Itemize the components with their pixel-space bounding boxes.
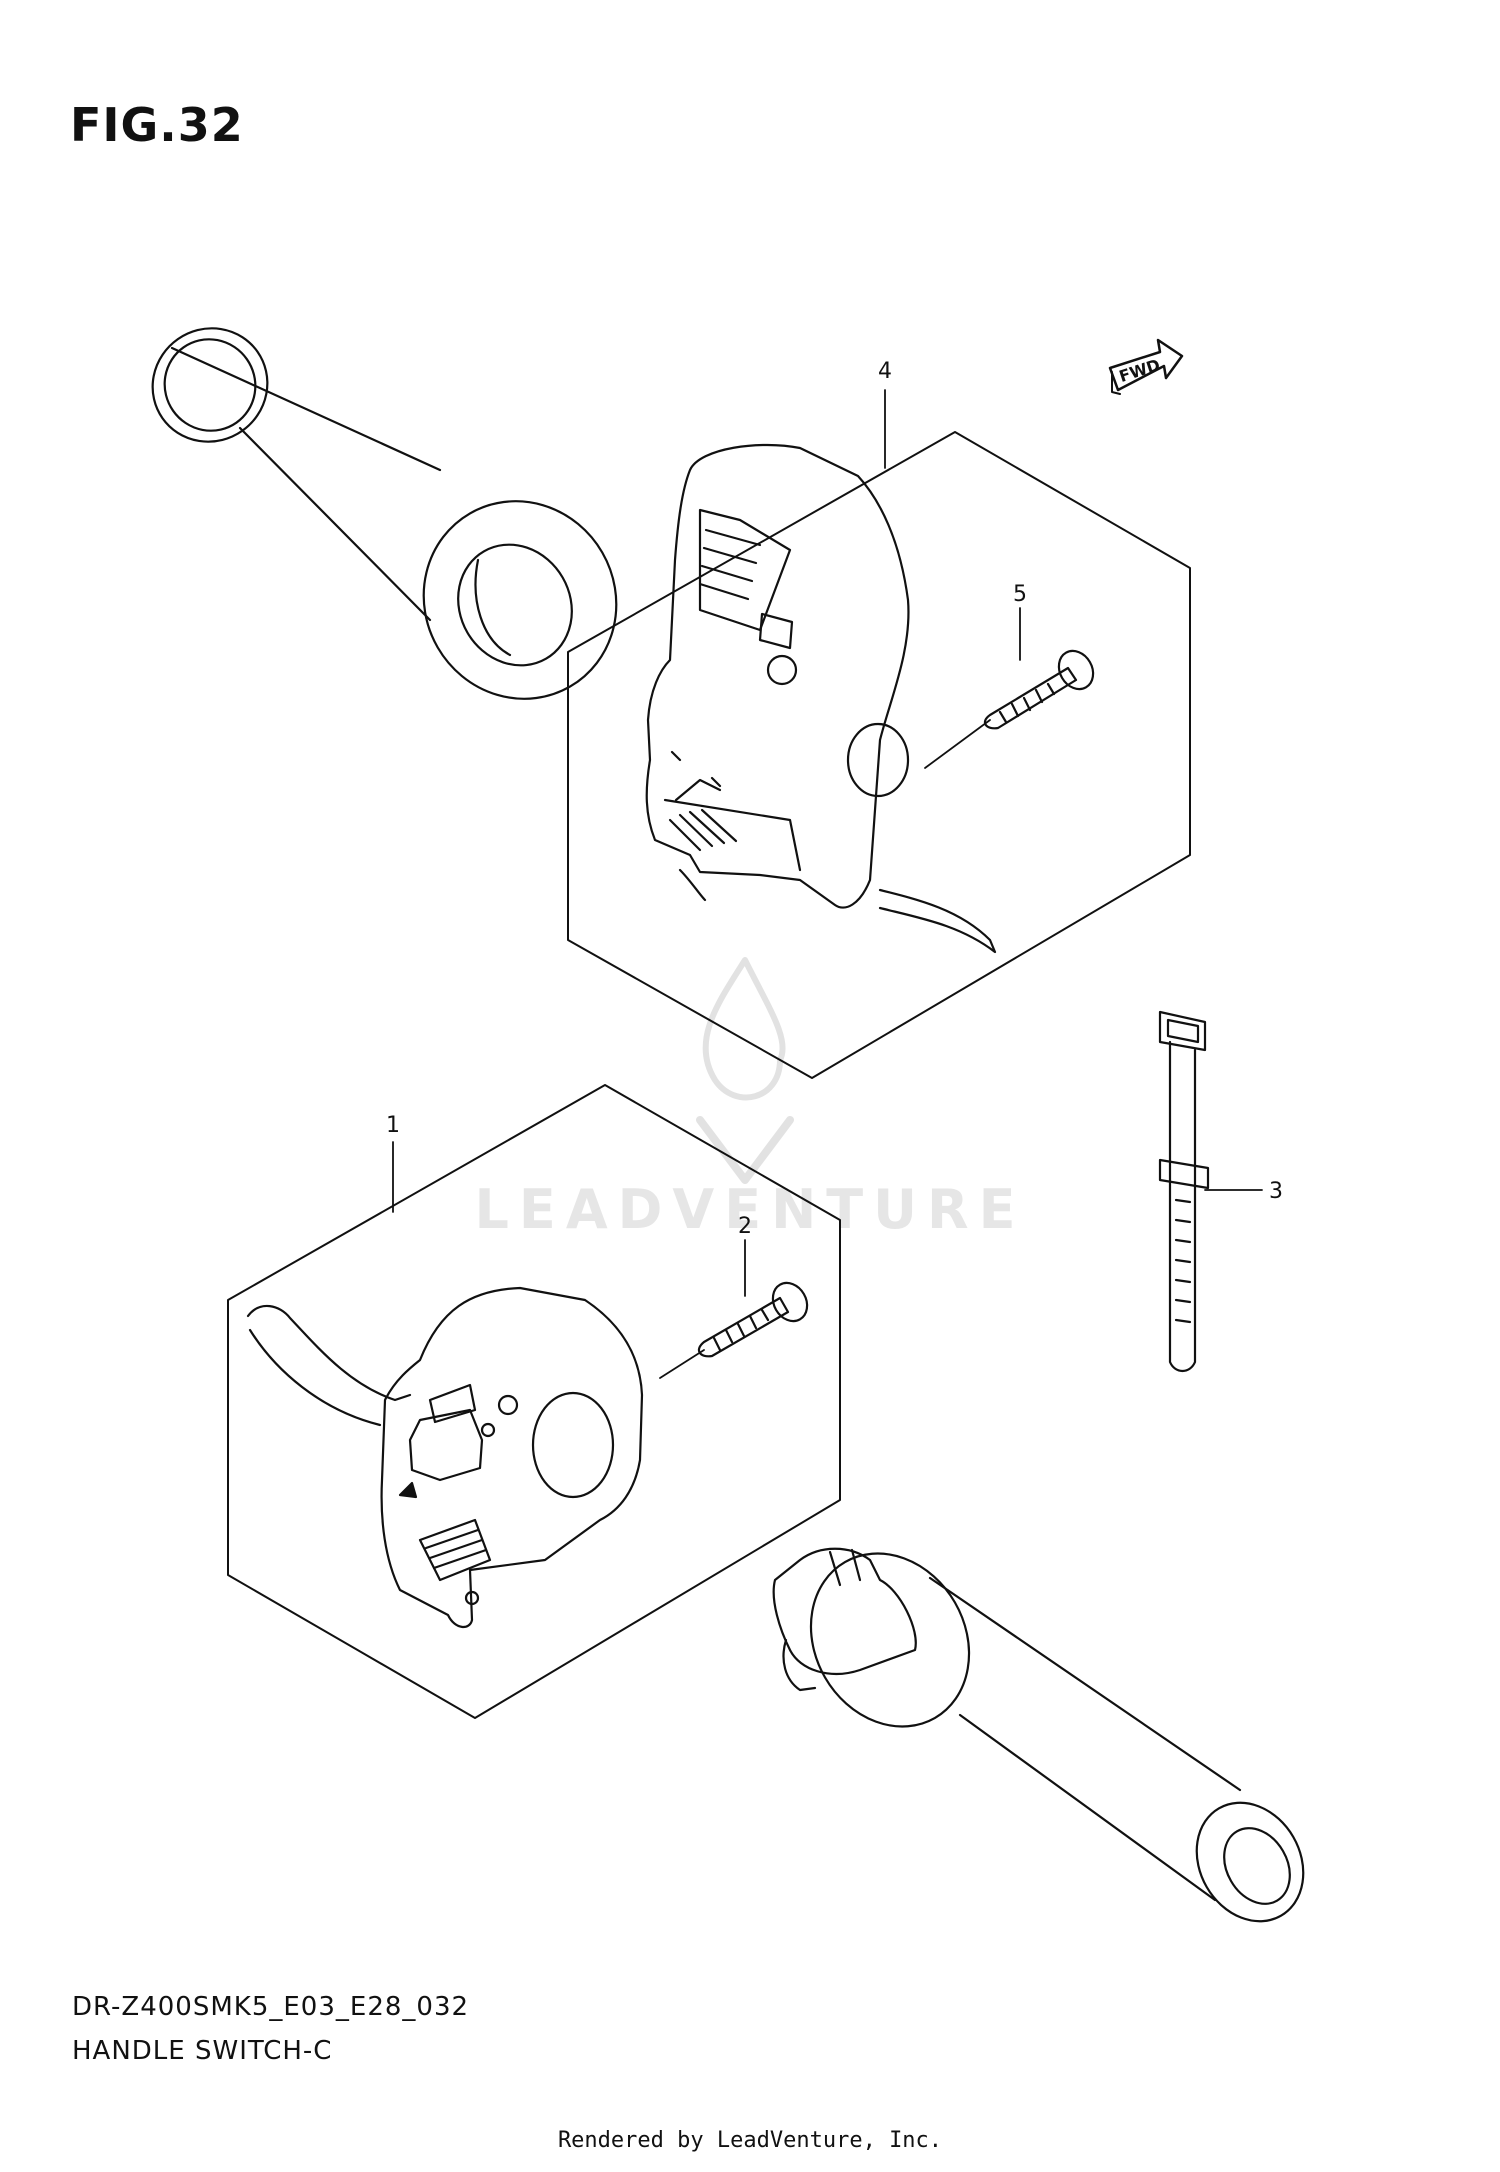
watermark: LEADVENTURE [475,957,1026,1241]
fwd-label: FWD [1117,355,1163,386]
throttle-grip [772,1547,1305,1923]
part-1-boundary [227,1084,841,1719]
fwd-arrow-icon: FWD [1108,338,1184,395]
callout-2: 2 [738,1214,752,1239]
callout-1: 1 [386,1113,400,1138]
left-handlebar-grip [151,327,618,700]
watermark-text: LEADVENTURE [475,1178,1026,1241]
callout-5: 5 [1013,582,1027,607]
rendered-by-credit: Rendered by LeadVenture, Inc. [557,2128,943,2153]
cable-tie-part-3 [1158,1010,1210,1373]
part-4-boundary [567,431,1191,1079]
figure-title: FIG.32 [70,98,244,152]
callout-3: 3 [1269,1179,1283,1204]
right-handle-switch [645,443,997,954]
model-code: DR-Z400SMK5_E03_E28_032 [72,1992,470,2022]
section-name: HANDLE SWITCH-C [72,2036,333,2066]
left-handle-switch [246,1286,644,1628]
screw-part-5 [924,607,1095,769]
screw-part-2 [659,1281,809,1379]
callout-4: 4 [878,359,892,384]
callout-leaders [392,389,1263,1297]
